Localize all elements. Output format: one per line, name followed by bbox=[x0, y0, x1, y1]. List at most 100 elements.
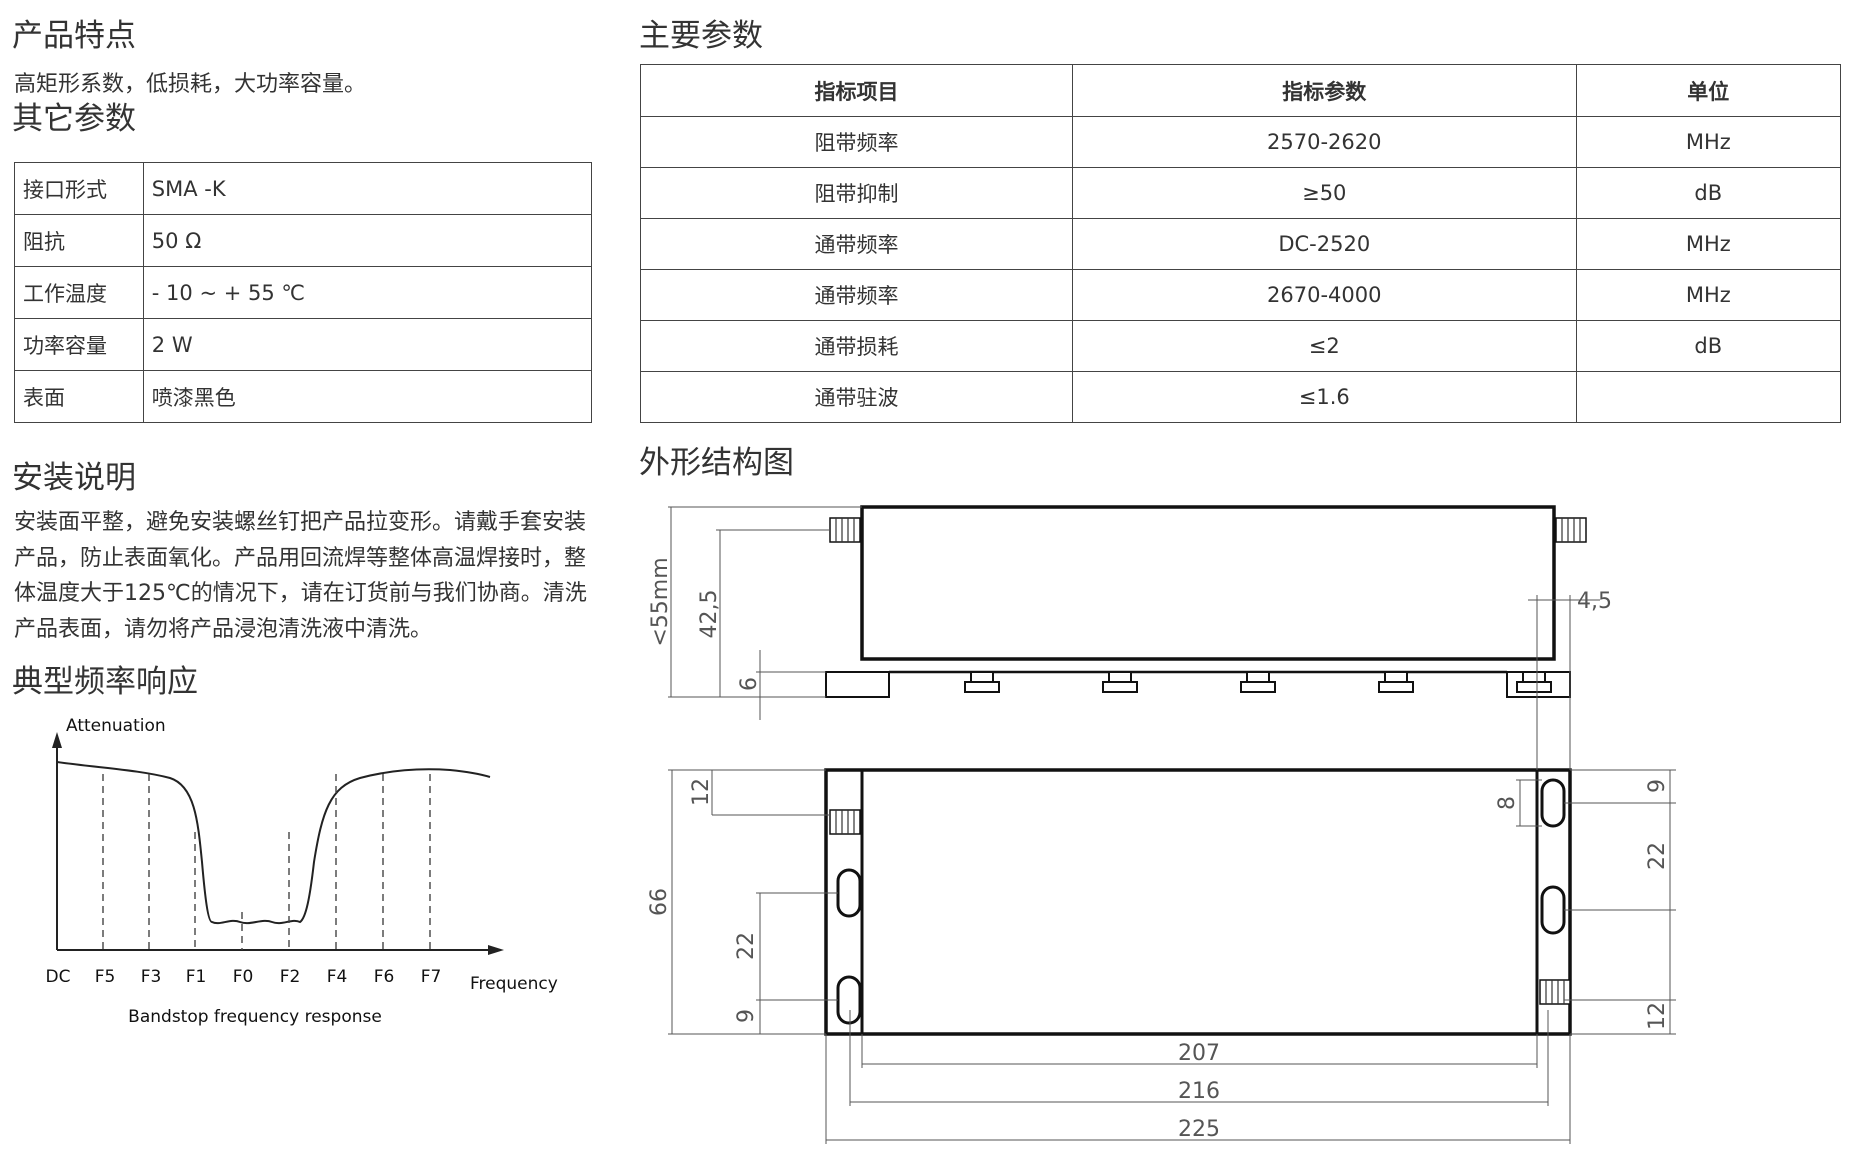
column-header: 单位 bbox=[1575, 64, 1842, 117]
freq-response-diagram: Attenuation DC F5 F3 F1 F0 F2 F4 F6 F7 F… bbox=[46, 716, 558, 1027]
param-item: 通带驻波 bbox=[640, 371, 1073, 423]
param-value: - 10 ~ + 55 ℃ bbox=[142, 266, 593, 319]
table-row: 通带驻波 ≤1.6 bbox=[640, 371, 1842, 423]
table-row: 通带频率 2670-4000 MHz bbox=[640, 269, 1842, 321]
side-mount bbox=[970, 671, 994, 683]
sma-connector-icon bbox=[829, 517, 861, 543]
param-item: 阻带频率 bbox=[640, 116, 1073, 168]
param-value: ≥50 bbox=[1071, 167, 1577, 219]
side-mount bbox=[1240, 681, 1276, 693]
param-value: ≤1.6 bbox=[1071, 371, 1577, 423]
x-axis-label: Frequency bbox=[470, 974, 558, 994]
param-value: DC-2520 bbox=[1071, 218, 1577, 270]
dim-slot-spacing-right: 22 bbox=[1645, 842, 1670, 870]
side-mount bbox=[1108, 671, 1132, 683]
table-header-row: 指标项目 指标参数 单位 bbox=[640, 64, 1842, 117]
dim-len-mid: 216 bbox=[1178, 1079, 1220, 1104]
mount-slot bbox=[836, 868, 862, 918]
side-mount bbox=[1516, 681, 1552, 693]
tick-label: F6 bbox=[374, 967, 395, 987]
features-heading: 产品特点 bbox=[12, 18, 136, 54]
dim-height-base: 6 bbox=[737, 677, 762, 691]
param-value: ≤2 bbox=[1071, 320, 1577, 372]
features-text: 高矩形系数，低损耗，大功率容量。 bbox=[14, 72, 367, 97]
tick-label: F4 bbox=[327, 967, 348, 987]
tick-label: F3 bbox=[141, 967, 162, 987]
tick-label: F5 bbox=[95, 967, 116, 987]
dim-slot-width: 8 bbox=[1495, 796, 1520, 810]
param-value: 50 Ω bbox=[142, 214, 593, 267]
tick-label: F0 bbox=[233, 967, 254, 987]
param-key: 阻抗 bbox=[14, 214, 144, 267]
dim-top-left-offset: 12 bbox=[689, 778, 714, 806]
param-unit: dB bbox=[1575, 320, 1842, 372]
dim-slot-spacing-left: 22 bbox=[734, 932, 759, 960]
table-row: 通带频率 DC-2520 MHz bbox=[640, 218, 1842, 270]
param-value: 2570-2620 bbox=[1071, 116, 1577, 168]
dim-bottom-right-offset: 12 bbox=[1645, 1002, 1670, 1030]
sma-connector-icon bbox=[829, 809, 861, 835]
tick-label: F7 bbox=[421, 967, 442, 987]
dim-height-body: 42,5 bbox=[697, 590, 722, 639]
mount-slot bbox=[1540, 778, 1566, 828]
tick-label: F2 bbox=[280, 967, 301, 987]
param-unit bbox=[1575, 371, 1842, 423]
side-mount bbox=[1522, 671, 1546, 683]
column-header: 指标参数 bbox=[1071, 64, 1577, 117]
dim-depth: 66 bbox=[647, 888, 672, 916]
param-unit: MHz bbox=[1575, 218, 1842, 270]
response-curve bbox=[56, 761, 491, 925]
table-row: 阻带抑制 ≥50 dB bbox=[640, 167, 1842, 219]
side-mount bbox=[1384, 671, 1408, 683]
column-header: 指标项目 bbox=[640, 64, 1073, 117]
param-value: 2670-4000 bbox=[1071, 269, 1577, 321]
table-row: 接口形式 SMA -K bbox=[14, 162, 593, 215]
param-value: SMA -K bbox=[142, 162, 593, 215]
param-key: 工作温度 bbox=[14, 266, 144, 319]
param-key: 接口形式 bbox=[14, 162, 144, 215]
x-axis-arrow bbox=[488, 945, 504, 955]
tick-label: F1 bbox=[186, 967, 207, 987]
side-mount bbox=[964, 681, 1000, 693]
sma-connector-icon bbox=[1555, 517, 1587, 543]
param-key: 表面 bbox=[14, 370, 144, 423]
side-mount bbox=[1378, 681, 1414, 693]
y-axis-label: Attenuation bbox=[66, 716, 166, 736]
install-heading: 安装说明 bbox=[12, 460, 136, 496]
top-outline bbox=[824, 768, 1572, 1036]
dim-flange-width: 4,5 bbox=[1577, 589, 1612, 614]
main-params-table: 指标项目 指标参数 单位 阻带频率 2570-2620 MHz 阻带抑制 ≥50… bbox=[640, 64, 1842, 423]
side-mount bbox=[1102, 681, 1138, 693]
side-mount bbox=[1246, 671, 1270, 683]
table-row: 表面 喷漆黑色 bbox=[14, 370, 593, 423]
dim-len-total: 225 bbox=[1178, 1117, 1220, 1142]
param-value: 喷漆黑色 bbox=[142, 370, 593, 423]
dim-len-inner: 207 bbox=[1178, 1041, 1220, 1066]
dim-slot-offset-right: 9 bbox=[1645, 779, 1670, 793]
side-body bbox=[860, 505, 1556, 661]
table-row: 阻抗 50 Ω bbox=[14, 214, 593, 267]
mount-slot bbox=[1540, 885, 1566, 935]
y-axis-arrow bbox=[52, 732, 62, 748]
param-value: 2 W bbox=[142, 318, 593, 371]
mount-slot bbox=[836, 975, 862, 1025]
table-row: 阻带频率 2570-2620 MHz bbox=[640, 116, 1842, 168]
other-params-table: 接口形式 SMA -K 阻抗 50 Ω 工作温度 - 10 ~ + 55 ℃ 功… bbox=[14, 162, 593, 423]
dim-slot-offset-left: 9 bbox=[734, 1009, 759, 1023]
other-params-heading: 其它参数 bbox=[12, 101, 136, 137]
diagram-caption: Bandstop frequency response bbox=[128, 1007, 382, 1027]
table-row: 通带损耗 ≤2 dB bbox=[640, 320, 1842, 372]
main-params-heading: 主要参数 bbox=[639, 18, 763, 54]
side-base-left bbox=[825, 671, 890, 698]
param-item: 通带频率 bbox=[640, 269, 1073, 321]
outline-drawing: <55mm 42,5 6 bbox=[647, 505, 1676, 1144]
param-unit: MHz bbox=[1575, 269, 1842, 321]
param-item: 通带频率 bbox=[640, 218, 1073, 270]
table-row: 工作温度 - 10 ~ + 55 ℃ bbox=[14, 266, 593, 319]
param-item: 通带损耗 bbox=[640, 320, 1073, 372]
dim-height-total: <55mm bbox=[648, 557, 673, 646]
install-text: 安装面平整，避免安装螺丝钉把产品拉变形。请戴手套安装产品，防止表面氧化。产品用回… bbox=[14, 510, 587, 642]
tick-label: DC bbox=[46, 967, 71, 987]
param-item: 阻带抑制 bbox=[640, 167, 1073, 219]
param-key: 功率容量 bbox=[14, 318, 144, 371]
